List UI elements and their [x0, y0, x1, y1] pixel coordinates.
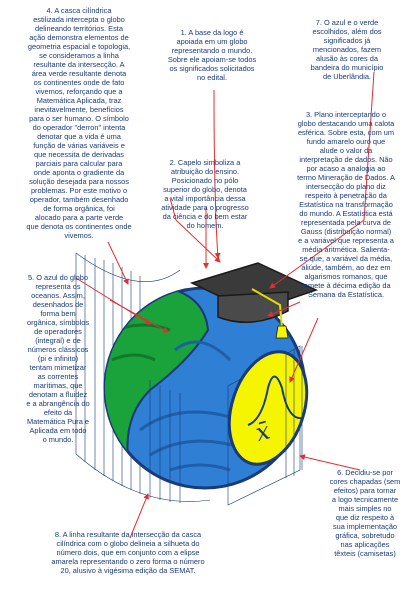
continent-green-area: [105, 288, 210, 482]
annotation-arrows: [75, 71, 375, 539]
note-8-number-20: 8. A linha resultante da intersecção da …: [51, 530, 205, 575]
note-5-ocean: 5. O azul do globo representa os oceanos…: [26, 273, 90, 444]
note-7-colors: 7. O azul e o verde escolhidos, além dos…: [310, 18, 384, 81]
intersecting-plane: [285, 346, 303, 478]
note-3-plane: 3. Plano interceptando o globo destacand…: [297, 110, 395, 299]
note-2-cap: 2. Capelo simboliza a atribuição do ensi…: [161, 158, 249, 230]
note-1-globe-base: 1. A base da logo é apoiada em um globo …: [167, 28, 257, 82]
gauss-curve: [247, 375, 303, 426]
tassel: [275, 325, 289, 339]
note-6-flat-colors: 6. Decidiu-se por cores chapadas (sem ef…: [329, 468, 401, 558]
graduation-cap: [189, 262, 319, 339]
cylindrical-shell-front: [149, 380, 181, 503]
note-4-cylindrical-shell: 4. A casca cilíndrica estilizada interce…: [26, 6, 132, 240]
